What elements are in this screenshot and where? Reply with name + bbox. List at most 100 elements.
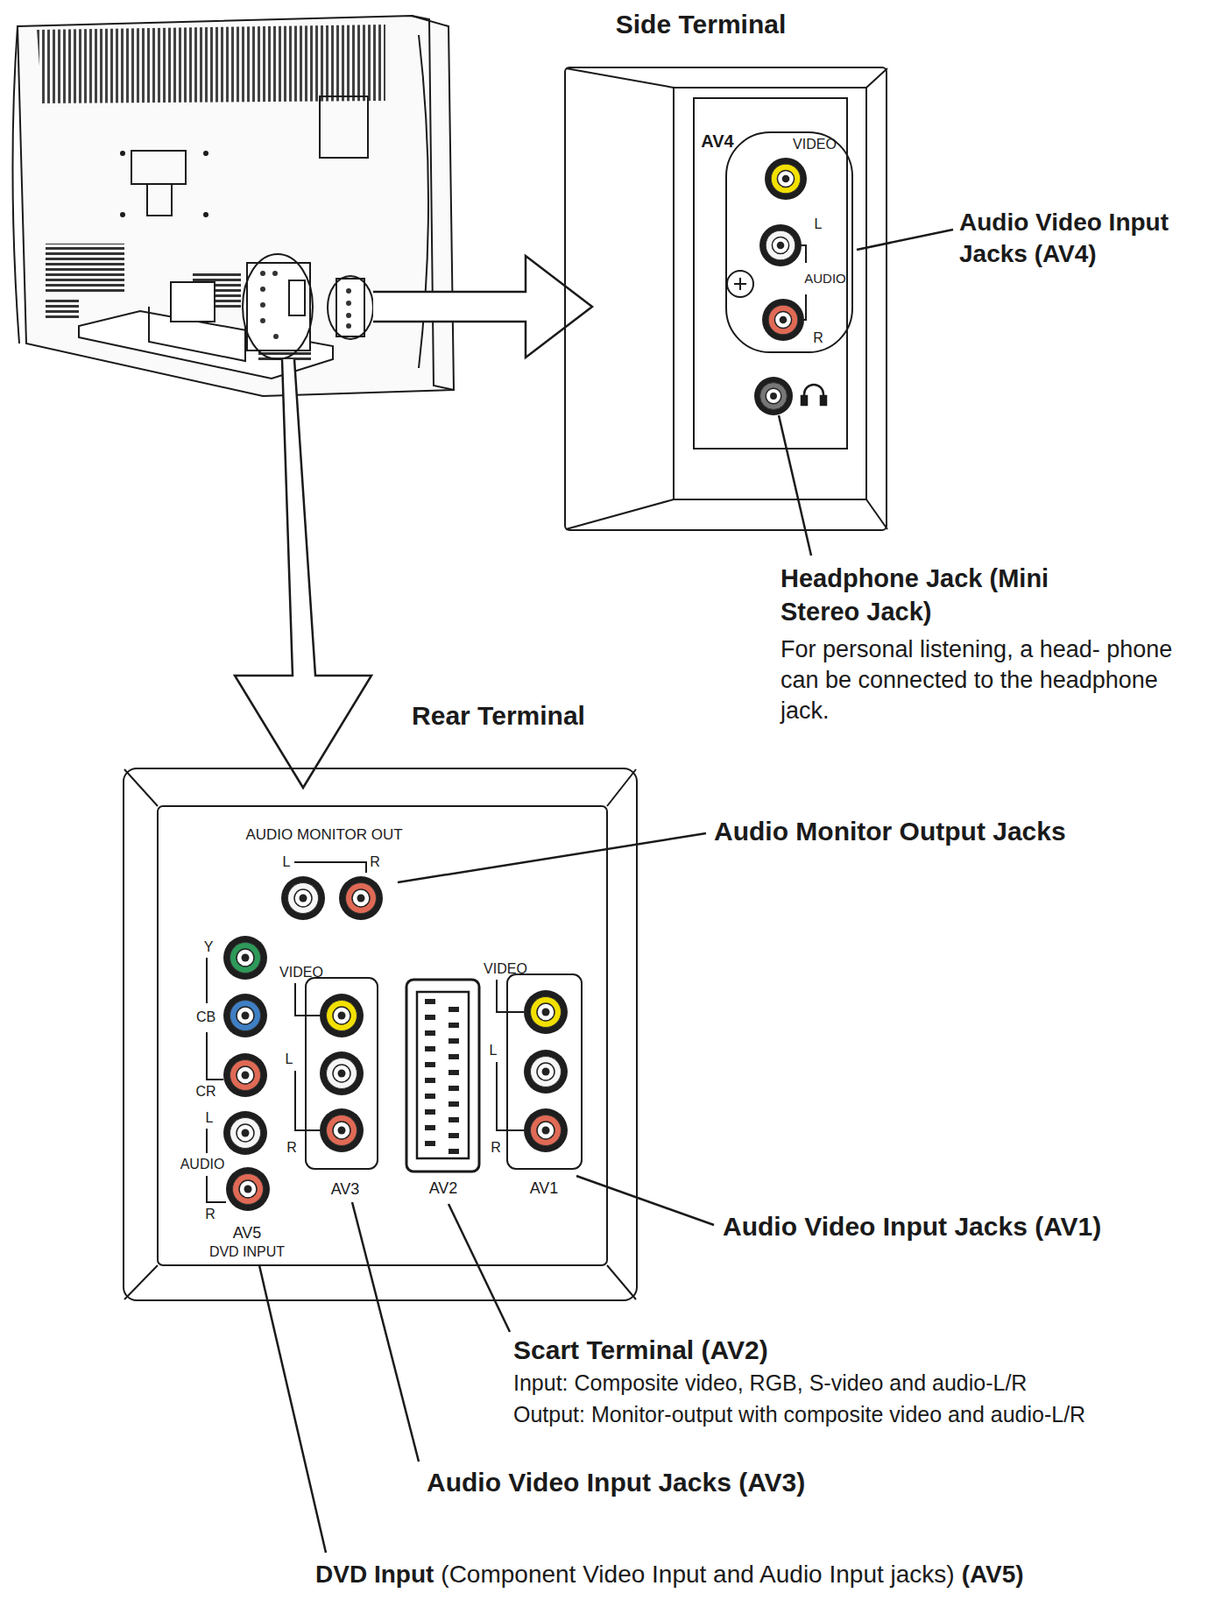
jack-hole <box>294 889 312 907</box>
jack-ring <box>530 1115 562 1146</box>
jack-label: VIDEO <box>483 960 528 977</box>
side-panel-frame <box>565 68 888 530</box>
jack-body <box>754 376 793 416</box>
jack-ring <box>326 1000 358 1032</box>
jack-pin <box>777 241 785 250</box>
jack-ring <box>760 382 788 410</box>
scart-terminal <box>406 979 480 1172</box>
rca-jack <box>523 1049 568 1094</box>
jack-body <box>523 989 568 1034</box>
scart-pin <box>424 1124 436 1131</box>
callout-line: DVD Input(Component Video Input and Audi… <box>315 1560 1032 1589</box>
callout-text: Headphone Jack (Mini Stereo Jack) <box>780 562 1053 629</box>
panel-title: Rear Terminal <box>411 700 586 731</box>
callout-text: DVD Input <box>315 1560 434 1589</box>
jack-hole <box>236 1066 255 1084</box>
callout-note: For personal listening, a head- phone ca… <box>780 634 1197 727</box>
jack-pin <box>357 894 366 903</box>
jack-hole <box>236 1123 255 1142</box>
jack-body <box>223 993 268 1038</box>
jack-pin <box>542 1126 551 1135</box>
scart-pin <box>448 1132 460 1138</box>
tv-back <box>12 15 454 396</box>
rca-jack <box>523 989 568 1034</box>
jack-pin <box>542 1008 551 1017</box>
rca-jack <box>319 993 364 1038</box>
scart-pin <box>424 1030 436 1036</box>
jack-label: L <box>814 216 823 233</box>
jack-label: CR <box>195 1083 216 1100</box>
scart-pin <box>424 1077 436 1083</box>
jack-ring <box>230 942 262 974</box>
rca-jack <box>223 993 268 1038</box>
rca-jack <box>764 157 807 200</box>
jack-label: AUDIO <box>180 1156 226 1173</box>
rca-jack <box>319 1051 364 1095</box>
scart-pin <box>448 1006 460 1012</box>
jack-hole <box>332 1064 351 1082</box>
jack-hole <box>774 310 792 328</box>
callout-note: Output: Monitor-output with composite vi… <box>513 1401 1086 1427</box>
rca-jack <box>759 224 802 267</box>
scart-pin <box>448 1069 460 1075</box>
jack-body <box>319 1051 364 1095</box>
jack-pin <box>241 1011 250 1020</box>
rca-jack <box>762 298 805 341</box>
jack-pin <box>542 1067 551 1076</box>
jack-hole <box>332 1121 351 1139</box>
jack-ring <box>326 1115 358 1146</box>
jack-pin <box>338 1069 347 1078</box>
jack-label: R <box>490 1139 502 1156</box>
scart-pin <box>448 1116 460 1123</box>
scart-pin <box>424 1109 436 1115</box>
callout-text: Audio Video Input Jacks (AV1) <box>722 1211 1102 1243</box>
jack-pin <box>241 1071 250 1080</box>
jack-pin <box>241 953 250 962</box>
terminal-panel: Rear Terminal <box>122 767 638 1301</box>
jack-label: VIDEO <box>792 136 837 153</box>
jack-ring <box>230 1117 262 1149</box>
scart-pin <box>448 1038 460 1044</box>
jack-ring <box>288 882 319 914</box>
jack-body <box>226 1166 270 1211</box>
callout-note: Input: Composite video, RGB, S-video and… <box>513 1370 1027 1396</box>
jack-ring <box>765 230 796 261</box>
scart-pin <box>424 1093 436 1099</box>
rca-jack <box>339 875 383 920</box>
callout-text: (AV5) <box>961 1560 1025 1589</box>
jack-body <box>762 298 805 341</box>
jack-ring <box>230 1059 262 1091</box>
jack-label: R <box>369 854 381 870</box>
jack-body <box>764 157 807 200</box>
jack-label: L <box>489 1042 498 1059</box>
jack-body <box>223 935 268 980</box>
jack-body <box>223 1052 268 1097</box>
jack-body <box>223 1110 268 1155</box>
jack-ring <box>530 996 562 1028</box>
callout-text: Audio Monitor Output Jacks <box>713 816 1067 848</box>
scart-pin <box>424 1014 436 1020</box>
input-name: AV1 <box>529 1179 559 1198</box>
jack-label: AUDIO MONITOR OUT <box>245 826 403 844</box>
rca-jack <box>226 1166 270 1211</box>
jack-pin <box>338 1011 347 1020</box>
jack-hole <box>236 948 255 967</box>
panel-screw <box>727 270 754 297</box>
jack-pin <box>782 175 791 184</box>
leader-lines <box>259 229 954 1553</box>
rear-panel-frame <box>124 769 636 1300</box>
callout-text: Audio Video Input Jacks (AV3) <box>426 1467 806 1498</box>
callout-text: Audio Video Input Jacks (AV4) <box>959 206 1209 271</box>
jack-pin <box>244 1185 253 1194</box>
callout-note: (Component Video Input and Audio Input j… <box>440 1560 954 1589</box>
callout-text: Scart Terminal (AV2) <box>513 1335 769 1366</box>
rca-jack <box>223 935 268 980</box>
jack-label: R <box>286 1139 297 1156</box>
rca-jack <box>223 1110 268 1155</box>
scart-pin <box>424 1061 436 1067</box>
scart-pin <box>424 998 436 1004</box>
input-name: AV2 <box>429 1179 459 1198</box>
jack-body <box>319 1108 364 1152</box>
jack-label: L <box>205 1109 214 1126</box>
jack-label: R <box>204 1206 216 1223</box>
